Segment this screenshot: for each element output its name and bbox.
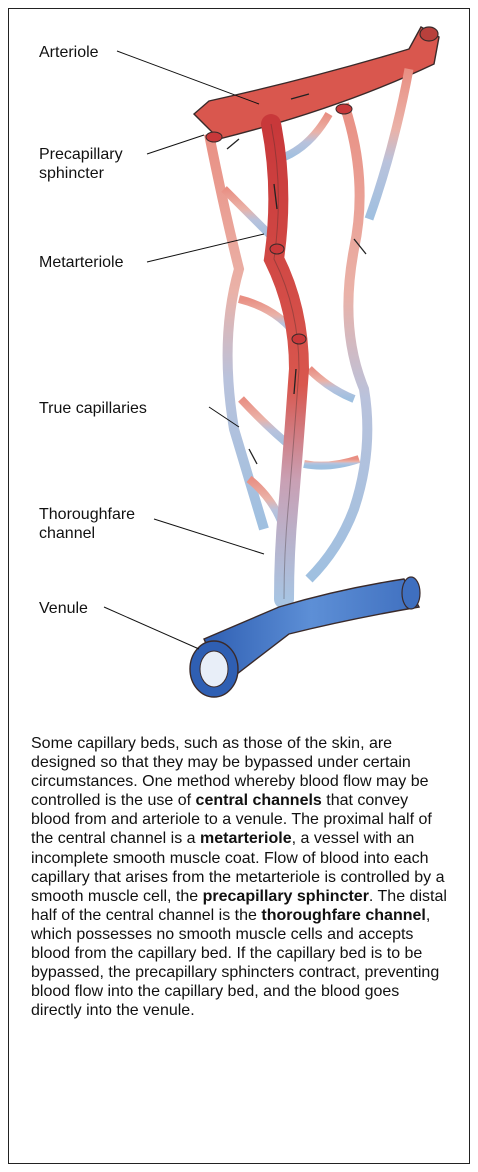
label-precapillary-sphincter: Precapillary sphincter (39, 145, 123, 183)
term-thoroughfare-channel: thoroughfare channel (261, 907, 425, 924)
label-venule: Venule (39, 599, 88, 618)
capillary-bed-diagram: Arteriole Precapillary sphincter Metarte… (9, 9, 471, 709)
true-capillaries-network (209, 69, 409, 579)
term-metarteriole: metarteriole (200, 830, 292, 847)
label-metarteriole: Metarteriole (39, 253, 123, 272)
term-central-channels: central channels (196, 792, 322, 809)
figure-frame: Arteriole Precapillary sphincter Metarte… (8, 8, 470, 1164)
figure-caption: Some capillary beds, such as those of th… (31, 734, 451, 1020)
term-precapillary-sphincter: precapillary sphincter (203, 888, 369, 905)
venule-vessel (190, 577, 420, 697)
leader-lines (104, 51, 264, 649)
label-true-capillaries: True capillaries (39, 399, 147, 418)
label-arteriole: Arteriole (39, 43, 99, 62)
label-thoroughfare-channel: Thoroughfare channel (39, 505, 135, 543)
